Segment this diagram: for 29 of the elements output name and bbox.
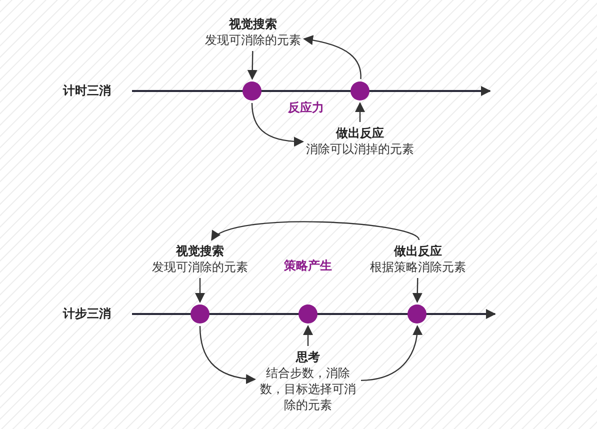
arrow: [360, 325, 422, 382]
phase-label: 策略产生: [284, 258, 332, 274]
timeline-name: 计步三消: [63, 306, 111, 322]
timeline-dot: [242, 81, 262, 101]
step-description: 消除可以消掉的元素: [306, 141, 414, 157]
arrow: [303, 35, 362, 80]
timeline-dot: [350, 81, 370, 101]
arrow: [199, 326, 256, 384]
step-title: 思考: [294, 349, 321, 365]
step-title: 视觉搜索: [174, 243, 225, 259]
step-description: 结合步数，消除数，目标选择可消除的元素: [259, 365, 357, 413]
step-description: 发现可消除的元素: [205, 32, 301, 48]
step-title: 视觉搜索: [228, 16, 278, 32]
arrow: [210, 221, 420, 241]
arrow: [247, 50, 258, 80]
arrow: [303, 325, 313, 346]
arrow: [195, 278, 205, 303]
step-description: 根据策略消除元素: [370, 259, 466, 275]
phase-label: 反应力: [288, 100, 324, 116]
arrow: [412, 278, 422, 303]
step-description: 发现可消除的元素: [152, 259, 248, 275]
timeline-dot: [190, 304, 210, 324]
timeline-dot: [407, 304, 427, 324]
timeline-dot: [298, 304, 318, 324]
timeline-name: 计时三消: [63, 82, 111, 100]
arrow: [251, 102, 304, 146]
step-title: 做出反应: [392, 243, 443, 259]
step-title: 做出反应: [334, 125, 385, 141]
arrow: [355, 102, 365, 122]
